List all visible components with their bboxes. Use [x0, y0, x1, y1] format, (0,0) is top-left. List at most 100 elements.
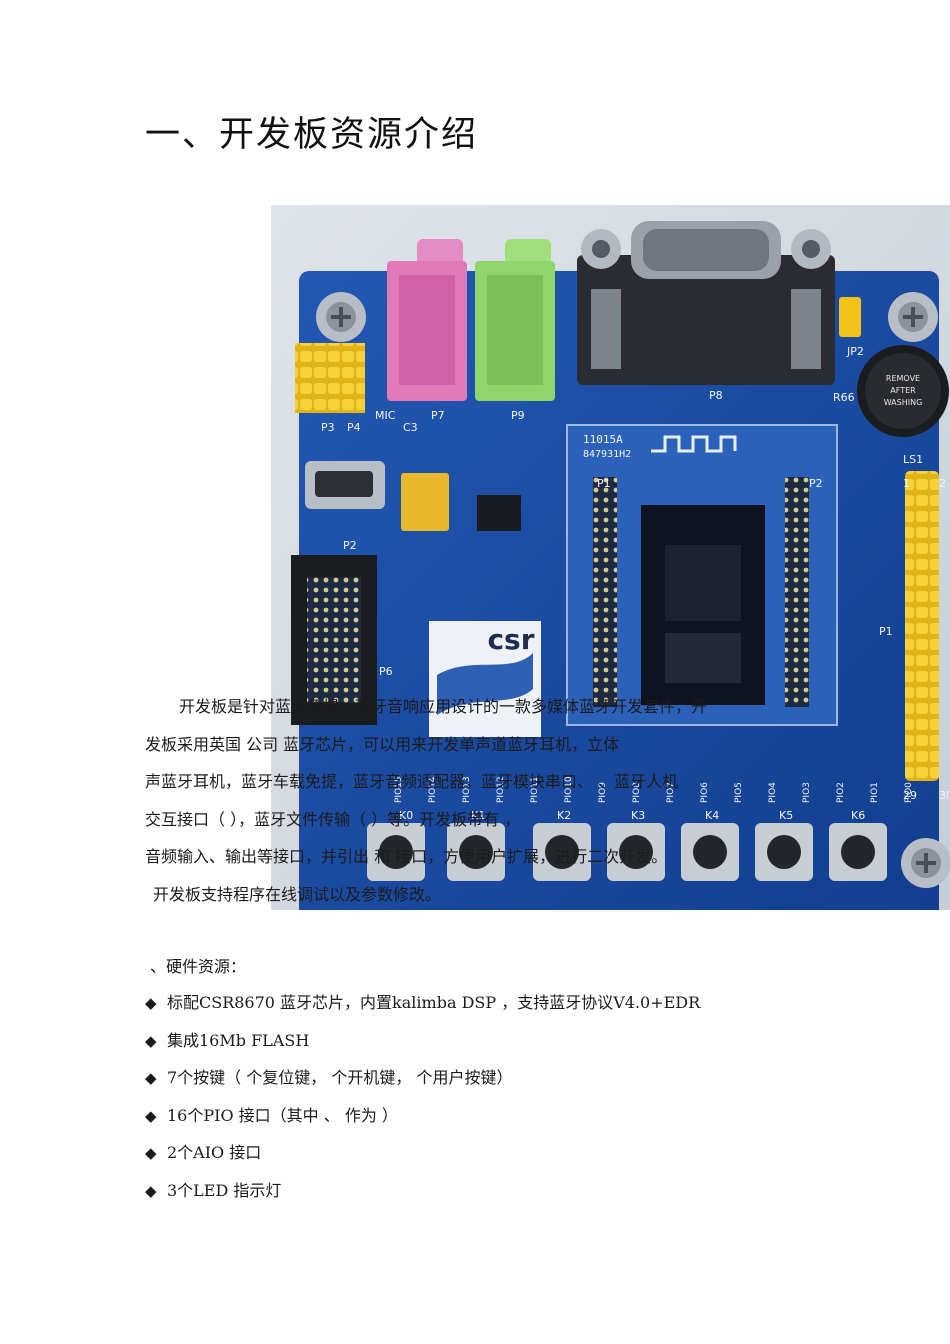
idc-header-p6	[291, 555, 377, 725]
pio-label: PIO0	[904, 782, 914, 803]
diamond-bullet-icon: ◆	[145, 1106, 157, 1125]
pio-label: PIO5	[734, 782, 744, 803]
page-title: 一、开发板资源介绍	[145, 115, 479, 155]
intro-line: 声蓝牙耳机，蓝牙车载免提，蓝牙音频适配器，蓝牙模块串口、 、蓝牙人机	[145, 772, 679, 791]
button-k1	[447, 823, 505, 881]
list-item: ◆ 7个按键（ 个复位键， 个开机键， 个用户按键）	[145, 1063, 700, 1101]
pio-label: PIO1	[870, 782, 880, 803]
screw-top-left	[316, 292, 366, 342]
intro-line: 开发板是针对蓝牙免提，蓝牙音响应用设计的一款多媒体蓝牙开发套件，开	[179, 697, 708, 716]
label-pin-30: 30	[939, 789, 950, 802]
buzzer-label-2: AFTER	[890, 386, 916, 395]
list-item: ◆ 3个LED 指示灯	[145, 1176, 700, 1214]
db9-serial-connector	[577, 221, 835, 385]
pio-label: PIO3	[802, 782, 812, 803]
intro-line: 交互接口（ ），蓝牙文件传输（ ）等。开发板带有 ，	[145, 809, 521, 829]
label-p8: P8	[709, 389, 723, 402]
diamond-bullet-icon: ◆	[145, 1069, 157, 1087]
label-k6: K6	[851, 809, 865, 822]
diamond-bullet-icon: ◆	[145, 1181, 157, 1200]
section-title: 、硬件资源：	[150, 957, 247, 976]
tantalum-capacitor	[401, 473, 449, 531]
label-module-p2: P2	[809, 477, 823, 490]
list-item-text: 集成16Mb FLASH	[167, 1030, 310, 1050]
button-k6	[829, 823, 887, 881]
pio-label: PIO15	[394, 776, 404, 803]
label-p9: P9	[511, 409, 525, 422]
pio-label: PIO7	[666, 782, 676, 803]
small-ic	[477, 495, 521, 531]
list-item: ◆ 16个PIO 接口（其中 、 作为 ）	[145, 1101, 700, 1139]
intro-paragraph: 开发板是针对蓝牙免提，蓝牙音响应用设计的一款多媒体蓝牙开发套件，开 发板采用英国…	[145, 688, 815, 913]
intro-line: 开发板支持程序在线调试以及参数修改。	[153, 884, 442, 904]
list-item-text: 标配CSR8670 蓝牙芯片，内置kalimba DSP ，支持蓝牙协议V4.0…	[167, 993, 701, 1012]
label-k1: K1	[471, 809, 485, 822]
label-module-p1: P1	[597, 477, 611, 490]
list-item: ◆ 标配CSR8670 蓝牙芯片，内置kalimba DSP ，支持蓝牙协议V4.…	[145, 988, 700, 1026]
buzzer-label-1: REMOVE	[886, 374, 920, 383]
label-pin-29: 29	[903, 789, 917, 802]
pio-label: PIO8	[632, 782, 642, 803]
label-p7: P7	[431, 409, 445, 422]
button-k0	[367, 823, 425, 881]
list-item: ◆ 集成16Mb FLASH	[145, 1026, 700, 1064]
label-pin-2: 2	[939, 477, 946, 490]
dev-board-photo: REMOVE AFTER WASHING csr 11015A 847	[271, 205, 950, 910]
audio-jack-green	[475, 239, 555, 401]
buzzer-label-3: WASHING	[884, 398, 923, 407]
screw-bottom-right	[901, 838, 950, 888]
list-item: ◆ 2个AIO 接口	[145, 1138, 700, 1176]
csr-logo-text: csr	[487, 623, 534, 656]
label-k0: K0	[399, 809, 413, 822]
label-p3: P3	[321, 421, 335, 434]
pio-label: PIO2	[836, 782, 846, 803]
pio-label: PIO6	[700, 782, 710, 803]
label-mic: MIC	[375, 409, 396, 422]
pio-label: PIO14	[428, 776, 438, 803]
pio-label: PIO10	[564, 776, 574, 803]
jumper-jp2	[839, 297, 861, 337]
mini-usb-connector	[305, 461, 385, 509]
list-item-text: 3个LED 指示灯	[167, 1180, 282, 1200]
module-label: 11015A	[583, 433, 623, 446]
label-p6: P6	[379, 665, 393, 678]
label-jp2: JP2	[846, 345, 864, 358]
list-item-text: 2个AIO 接口	[167, 1143, 262, 1162]
buzzer-ls1: REMOVE AFTER WASHING	[857, 345, 949, 437]
list-item-text: 16个PIO 接口（其中 、 作为 ）	[167, 1105, 398, 1125]
label-k2: K2	[557, 809, 571, 822]
hardware-list: ◆ 标配CSR8670 蓝牙芯片，内置kalimba DSP ，支持蓝牙协议V4.…	[145, 988, 700, 1213]
screw-top-right	[888, 292, 938, 342]
button-k3	[607, 823, 665, 881]
list-item-text: 7个按键（ 个复位键， 个开机键， 个用户按键）	[167, 1068, 513, 1087]
diamond-bullet-icon: ◆	[145, 1144, 157, 1162]
pin-header-p1	[905, 471, 939, 781]
label-ls1: LS1	[903, 453, 923, 466]
label-c3: C3	[403, 421, 418, 434]
intro-line: 发板采用英国 公司 蓝牙芯片，可以用来开发单声道蓝牙耳机，立体	[145, 734, 620, 754]
jumper-headers-p3-p4	[295, 343, 365, 413]
pio-label: PIO9	[598, 782, 608, 803]
label-k4: K4	[705, 809, 719, 822]
pio-label: PIO13	[462, 776, 472, 803]
label-k5: K5	[779, 809, 793, 822]
bluetooth-module: 11015A 847931H2	[566, 424, 838, 726]
audio-jack-pink	[387, 239, 467, 401]
pio-label: PIO12	[496, 776, 506, 803]
diamond-bullet-icon: ◆	[145, 1031, 157, 1050]
csr-logo: csr	[429, 621, 541, 737]
button-k5	[755, 823, 813, 881]
label-r66: R66	[833, 391, 855, 404]
label-pin-1: 1	[903, 477, 910, 490]
intro-line: 音频输入、输出等接口，并引出 和 接口，方便用户扩展，进行二次开发。	[145, 847, 668, 866]
pio-label: PIO11	[530, 776, 540, 803]
module-code: 847931H2	[583, 449, 631, 460]
buttons-row	[367, 823, 887, 881]
label-p4: P4	[347, 421, 361, 434]
label-header-p1: P1	[879, 625, 893, 638]
pio-label: PIO4	[768, 782, 778, 803]
diamond-bullet-icon: ◆	[145, 994, 157, 1012]
button-k2	[533, 823, 591, 881]
button-k4	[681, 823, 739, 881]
label-k3: K3	[631, 809, 645, 822]
